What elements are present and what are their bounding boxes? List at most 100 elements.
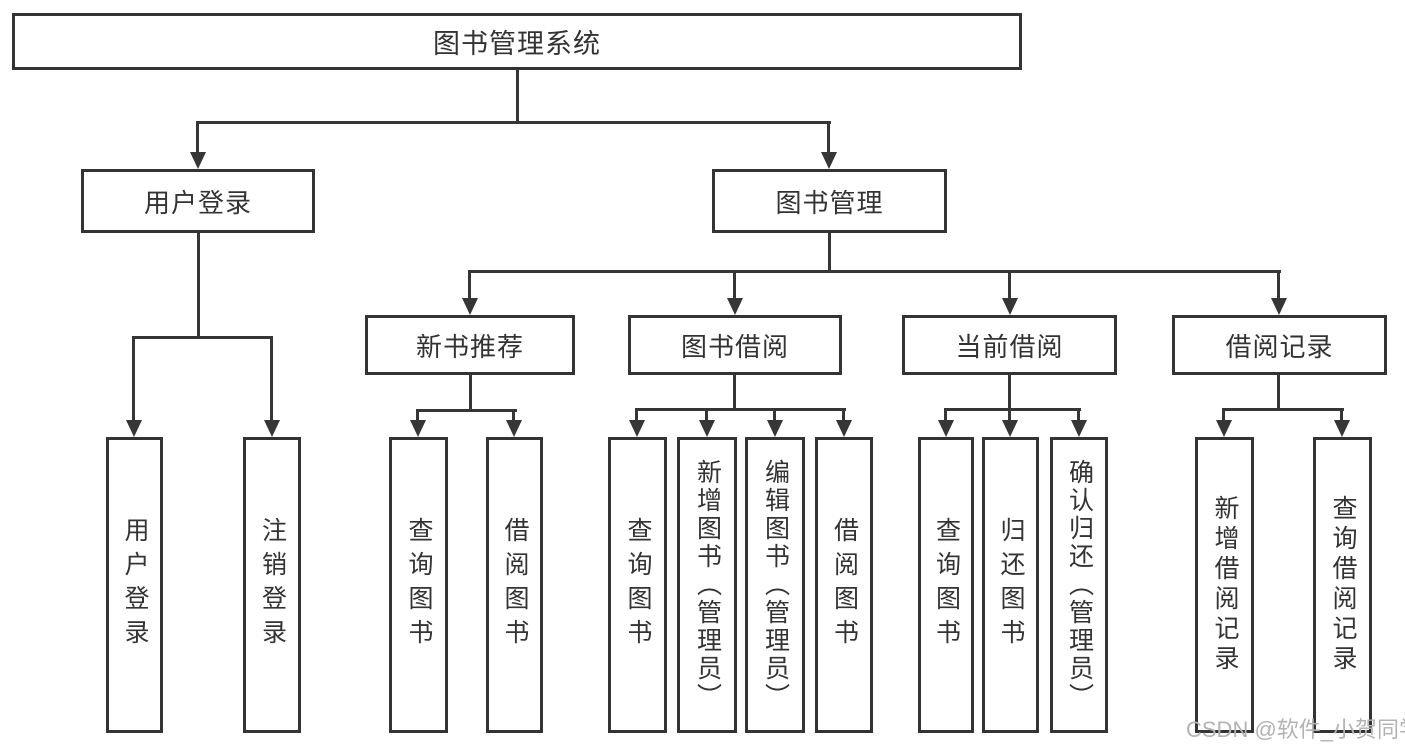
leaf-label: 归还图书	[997, 517, 1025, 653]
leaf-label: 注销登录	[258, 517, 287, 653]
connector-new-book-stem	[469, 375, 472, 409]
arrow-head-icon	[767, 420, 783, 437]
arrow-shaft	[705, 408, 708, 423]
leaf-label: 确认归还（管理员）	[1065, 459, 1094, 711]
arrow-to-login-leaf	[126, 336, 142, 437]
arrow-to-current-borrow	[1002, 270, 1018, 315]
leaf-label: 借阅图书	[830, 517, 859, 653]
arrow-to-new-book-recommend	[462, 270, 478, 315]
arrow-leaf	[767, 408, 783, 437]
leaf-return-books: 归还图书	[982, 437, 1039, 733]
arrow-leaf	[506, 409, 522, 437]
connector-current-borrow-stem	[1008, 375, 1011, 408]
arrow-head-icon	[699, 420, 715, 437]
arrow-leaf	[836, 408, 852, 437]
leaf-label: 编辑图书（管理员）	[761, 459, 790, 711]
node-book-management: 图书管理	[712, 169, 947, 233]
arrow-to-user-login	[190, 121, 206, 169]
arrow-to-book-borrow	[727, 270, 743, 315]
connector-root-stem	[516, 70, 519, 121]
arrow-shaft	[270, 336, 273, 423]
arrow-leaf	[1071, 408, 1087, 437]
leaf-borrow-books-1: 借阅图书	[486, 437, 543, 733]
leaf-add-borrow-record: 新增借阅记录	[1195, 437, 1254, 733]
arrow-leaf	[938, 408, 954, 437]
leaf-label: 查询图书	[932, 517, 961, 653]
arrow-shaft	[468, 270, 471, 301]
arrow-head-icon	[126, 420, 142, 437]
arrow-shaft	[1008, 408, 1011, 423]
node-book-borrow: 图书借阅	[628, 315, 842, 375]
arrow-leaf	[629, 408, 645, 437]
arrow-leaf	[1216, 408, 1232, 437]
leaf-label: 查询图书	[624, 517, 652, 653]
connector-book-mgmt-stem	[828, 233, 831, 270]
arrow-shaft	[1340, 408, 1343, 423]
arrow-leaf	[1334, 408, 1350, 437]
arrow-shaft	[842, 408, 845, 423]
leaf-query-books-1: 查询图书	[389, 437, 448, 733]
connector-book-mgmt-branch	[469, 270, 1281, 273]
arrow-shaft	[1077, 408, 1080, 423]
arrow-shaft	[1277, 270, 1280, 301]
arrow-shaft	[944, 408, 947, 423]
arrow-shaft	[132, 336, 135, 423]
arrow-head-icon	[264, 420, 280, 437]
arrow-shaft	[512, 409, 515, 423]
node-root: 图书管理系统	[12, 13, 1022, 70]
connector-user-login-branch	[133, 336, 273, 339]
arrow-head-icon	[1271, 298, 1287, 315]
arrow-head-icon	[1334, 420, 1350, 437]
arrow-shaft	[196, 121, 199, 155]
arrow-shaft	[733, 270, 736, 301]
arrow-shaft	[1222, 408, 1225, 423]
leaf-add-book-admin: 新增图书（管理员）	[677, 437, 737, 733]
leaf-user-login: 用户登录	[106, 437, 163, 733]
arrow-shaft	[416, 409, 419, 423]
connector-root-branch	[197, 121, 831, 124]
arrow-head-icon	[506, 420, 522, 437]
arrow-to-borrow-records	[1271, 270, 1287, 315]
arrow-to-logout-leaf	[264, 336, 280, 437]
leaf-label: 用户登录	[121, 517, 149, 653]
arrow-shaft	[827, 121, 830, 155]
arrow-head-icon	[462, 298, 478, 315]
arrow-head-icon	[410, 420, 426, 437]
arrow-head-icon	[836, 420, 852, 437]
arrow-leaf	[410, 409, 426, 437]
arrow-head-icon	[190, 152, 206, 169]
leaf-label: 查询图书	[405, 517, 433, 653]
leaf-label: 查询借阅记录	[1329, 495, 1357, 675]
arrow-leaf	[1002, 408, 1018, 437]
leaf-confirm-return-admin: 确认归还（管理员）	[1050, 437, 1108, 733]
leaf-edit-book-admin: 编辑图书（管理员）	[745, 437, 805, 733]
connector-user-login-stem	[197, 233, 200, 336]
arrow-head-icon	[1002, 420, 1018, 437]
csdn-watermark: CSDN @软件_小贺同学	[1186, 717, 1405, 742]
connector-borrow-records-branch	[1223, 408, 1344, 411]
arrow-head-icon	[1216, 420, 1232, 437]
leaf-label: 新增借阅记录	[1211, 495, 1239, 675]
node-current-borrow: 当前借阅	[902, 315, 1117, 375]
arrow-head-icon	[629, 420, 645, 437]
arrow-shaft	[1008, 270, 1011, 301]
arrow-head-icon	[821, 152, 837, 169]
leaf-query-books-3: 查询图书	[918, 437, 974, 733]
arrow-head-icon	[1002, 298, 1018, 315]
connector-borrow-records-stem	[1277, 375, 1280, 408]
connector-book-borrow-stem	[733, 375, 736, 408]
arrow-to-book-management	[821, 121, 837, 169]
arrow-head-icon	[1071, 420, 1087, 437]
connector-book-borrow-branch	[636, 408, 846, 411]
leaf-label: 借阅图书	[501, 517, 529, 653]
arrow-head-icon	[727, 298, 743, 315]
node-user-login: 用户登录	[81, 169, 315, 233]
leaf-label: 新增图书（管理员）	[693, 459, 722, 711]
arrow-leaf	[699, 408, 715, 437]
leaf-logout: 注销登录	[243, 437, 301, 733]
arrow-shaft	[635, 408, 638, 423]
connector-current-borrow-branch	[945, 408, 1081, 411]
leaf-query-books-2: 查询图书	[608, 437, 667, 733]
leaf-query-borrow-record: 查询借阅记录	[1313, 437, 1372, 733]
